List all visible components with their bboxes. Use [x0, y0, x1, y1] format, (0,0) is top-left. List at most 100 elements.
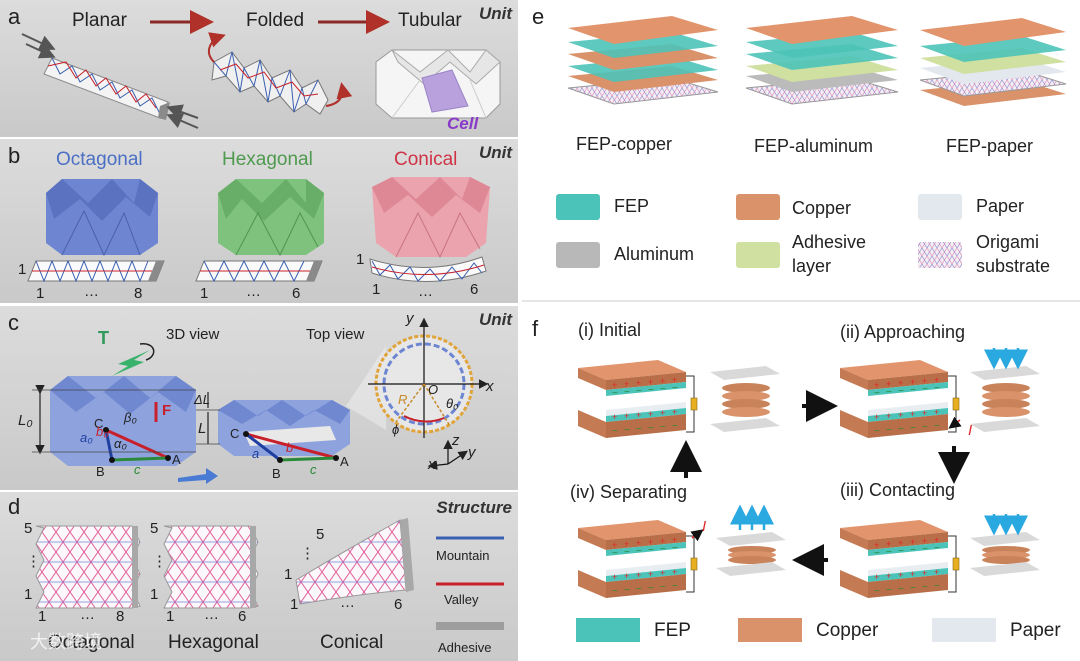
view-3d-label: 3D view: [166, 326, 220, 343]
conical-strip: [369, 256, 487, 283]
row-label: 1: [18, 261, 27, 278]
con-dots: …: [340, 594, 355, 611]
legend-label-origami-l1: Origami: [976, 232, 1040, 252]
panel-a-illustration: [21, 10, 501, 129]
current-label-approaching: I: [968, 422, 973, 439]
triangle-abc-compressed: [243, 431, 339, 463]
con-row1: 1: [284, 566, 293, 583]
legend-label-adhesive-l2: layer: [792, 256, 832, 276]
legend-label-paper: Paper: [976, 196, 1025, 216]
label-y: y: [406, 310, 414, 327]
label-theta0: θ₀: [446, 396, 459, 411]
panel-letter: c: [8, 310, 19, 335]
current-label-separating: I: [702, 518, 707, 535]
label-dL: ΔL: [194, 392, 210, 407]
shape-label-hexagonal: Hexagonal: [222, 149, 313, 170]
legend-swatch-origami: [918, 242, 962, 268]
panel-tag: Unit: [478, 310, 512, 329]
shape-label-octagonal: Octagonal: [56, 149, 143, 170]
hexagonal-drum: [218, 179, 324, 257]
panel-letter: b: [8, 143, 21, 168]
hex-ellipsis: …: [246, 283, 261, 300]
label-c2: c: [310, 462, 317, 477]
label-b: b: [286, 440, 294, 455]
watermark: 大数跨境: [30, 632, 102, 652]
panel-letter: a: [8, 4, 21, 29]
label-L: L: [198, 420, 207, 437]
coil-approaching: [970, 366, 1040, 432]
label-phi: ϕ: [392, 422, 400, 437]
panel-tag: Unit: [478, 143, 512, 162]
panel-tag: Unit: [478, 4, 512, 23]
stack-fep-paper: [919, 18, 1067, 106]
legend-swatch-aluminum: [556, 242, 600, 268]
legend-swatch-paper: [918, 194, 962, 220]
label-C: C: [94, 416, 104, 431]
sym-F: F: [162, 402, 172, 419]
hex-row1: 1: [150, 586, 159, 603]
oct-ellipsis: …: [84, 283, 99, 300]
oct-col1: 1: [38, 608, 47, 625]
label-z: z: [452, 432, 460, 449]
conical-drum: [372, 177, 490, 259]
legend-label-aluminum: Aluminum: [614, 244, 695, 264]
label-alpha0: α₀: [114, 436, 127, 451]
oct-top: 5: [24, 520, 33, 537]
press-arrows-approaching: [984, 348, 1028, 370]
hexagonal-pattern: [163, 525, 259, 609]
panel-f: f (i) Initial (ii) Approaching (iii) Con…: [522, 302, 1080, 661]
teng-initial: [577, 359, 698, 439]
legend-label-fep: FEP: [614, 196, 650, 216]
stack-label-fep-copper: FEP-copper: [576, 134, 673, 154]
label-L0: L₀: [18, 412, 33, 429]
oct-row1: 1: [24, 586, 33, 603]
stack-fep-copper: [567, 16, 719, 105]
oct-last: 8: [116, 608, 125, 625]
step-label-folded: Folded: [246, 10, 305, 31]
con-last: 6: [470, 281, 479, 298]
panel-letter: f: [532, 316, 539, 341]
label-C2: C: [230, 426, 240, 441]
row-divider: [522, 300, 1080, 302]
con-ellipsis: …: [418, 283, 433, 300]
label-A: A: [172, 452, 181, 467]
legend-label-copper: Copper: [816, 620, 879, 641]
stage-approaching: (ii) Approaching: [840, 322, 966, 342]
panel-d: d Structure 5 ⋮ 1 1 … 8 Octagonal 5: [0, 492, 518, 661]
torque-arrow: [112, 350, 150, 376]
conical-pattern: [295, 518, 414, 605]
stage-separating: (iv) Separating: [570, 482, 688, 502]
coil-initial: [710, 366, 780, 432]
octagonal-strip: [27, 259, 165, 283]
folded-strip: [207, 32, 353, 115]
panel-e-illustration: [556, 16, 1067, 268]
hex-last: 6: [238, 608, 247, 625]
legend-label-origami-l2: substrate: [976, 256, 1051, 276]
legend-label-valley: Valley: [444, 592, 479, 607]
hex-name: Hexagonal: [168, 632, 259, 653]
step-label-tubular: Tubular: [398, 10, 462, 31]
octagonal-drum: [46, 179, 158, 257]
current-arrow-approaching: [948, 416, 962, 429]
con-first: 1: [372, 281, 381, 298]
drum-3d-initial: [50, 376, 196, 466]
hex-mid: ⋮: [152, 553, 167, 570]
label-y-axis: y: [468, 444, 476, 461]
label-O: O: [428, 382, 439, 397]
con-col1: 1: [290, 596, 299, 613]
hex-first: 1: [200, 285, 209, 302]
legend-label-paper: Paper: [1010, 620, 1061, 641]
label-a0: a₀: [80, 430, 93, 445]
shape-label-conical: Conical: [394, 149, 458, 170]
triangle-abc: [103, 427, 171, 463]
oct-dots: …: [80, 606, 95, 623]
panel-e: e: [522, 0, 1080, 300]
legend-swatch-fep: [556, 194, 600, 220]
coil-contacting: [970, 532, 1040, 576]
hex-col1: 1: [166, 608, 175, 625]
con-name: Conical: [320, 632, 384, 653]
hexagonal-strip: [195, 259, 323, 283]
label-x-axis: x: [428, 456, 436, 473]
teng-contacting: [839, 519, 960, 599]
legend-swatch-copper: [738, 618, 802, 642]
